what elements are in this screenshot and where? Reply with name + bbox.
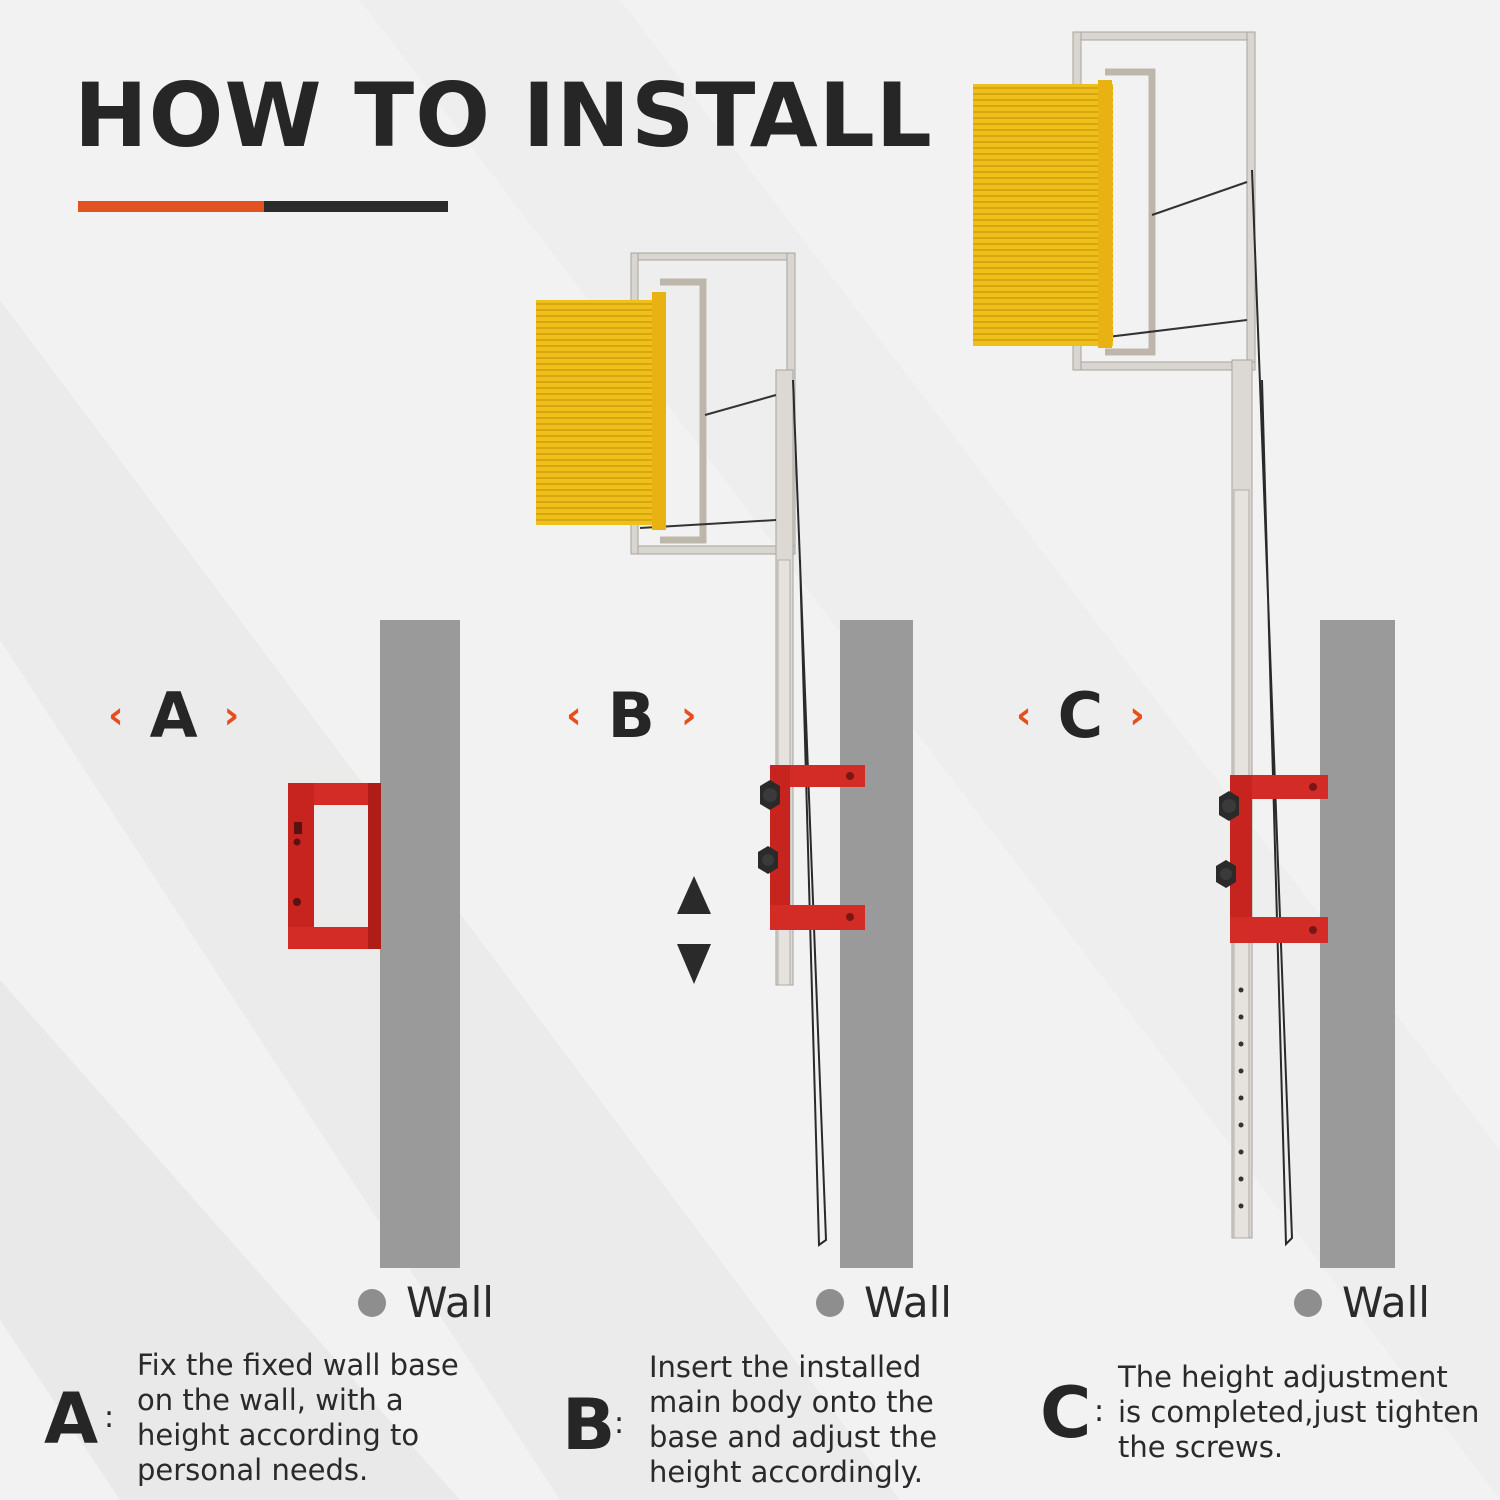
up-down-arrows-icon [677, 876, 711, 984]
dot-icon [816, 1288, 844, 1317]
desc-line: is completed,just tighten [1118, 1395, 1480, 1429]
wall-text: Wall [406, 1278, 494, 1327]
title-underline-dark [264, 201, 448, 212]
wall-b [840, 620, 913, 1268]
chevron-right-icon: › [223, 693, 240, 737]
pole-hole [1238, 1068, 1244, 1074]
title-underline-accent [78, 201, 264, 212]
pole-hole [1238, 1203, 1244, 1209]
step-a-label: ‹ A › [108, 675, 239, 755]
desc-c-letter: C [1040, 1372, 1092, 1454]
desc-line: the screws. [1118, 1430, 1284, 1464]
pole-hole [1238, 987, 1244, 993]
chevron-right-icon: › [680, 693, 697, 737]
desc-a-text: Fix the fixed wall base on the wall, wit… [137, 1348, 459, 1488]
step-letter: A [149, 678, 198, 752]
wall-label-a: Wall [358, 1278, 494, 1327]
wall-label-c: Wall [1294, 1278, 1430, 1327]
pole-hole [1238, 1149, 1244, 1155]
desc-b-colon: : [614, 1406, 625, 1441]
desc-line: base and adjust the [649, 1420, 938, 1454]
dot-icon [1294, 1288, 1322, 1317]
main-body-c [973, 31, 1328, 1247]
step-c-label: ‹ C › [1016, 675, 1145, 755]
desc-line: main body onto the [649, 1385, 934, 1419]
wall-base-bracket-a [288, 783, 381, 949]
step-letter: C [1057, 678, 1104, 752]
desc-line: height according to [137, 1418, 420, 1452]
pole-hole [1238, 1176, 1244, 1182]
pole-hole [1238, 1014, 1244, 1020]
chevron-right-icon: › [1129, 693, 1145, 737]
desc-a-letter: A [44, 1378, 99, 1460]
chevron-left-icon: ‹ [108, 693, 124, 737]
page-title: HOW TO INSTALL [74, 64, 933, 167]
desc-line: height accordingly. [649, 1455, 924, 1489]
dot-icon [358, 1288, 386, 1317]
desc-c-text: The height adjustment is completed,just … [1118, 1360, 1479, 1465]
desc-line: personal needs. [137, 1453, 369, 1487]
step-letter: B [607, 678, 655, 752]
desc-line: Insert the installed [649, 1350, 922, 1384]
wall-label-b: Wall [816, 1278, 952, 1327]
step-b-label: ‹ B › [566, 675, 697, 755]
knob-screw-icon [760, 780, 780, 810]
knob-screw-icon [758, 846, 778, 874]
main-body-b [536, 252, 865, 1247]
chevron-left-icon: ‹ [566, 693, 582, 737]
bg-band [0, 980, 460, 1500]
knob-screw-icon [1216, 860, 1236, 888]
chevron-left-icon: ‹ [1016, 693, 1032, 737]
pole-hole [1238, 1122, 1244, 1128]
wall-text: Wall [864, 1278, 952, 1327]
desc-a-colon: : [104, 1400, 115, 1435]
desc-c-colon: : [1094, 1394, 1105, 1429]
desc-line: Fix the fixed wall base [137, 1348, 459, 1382]
desc-line: on the wall, with a [137, 1383, 404, 1417]
wall-text: Wall [1342, 1278, 1430, 1327]
desc-b-letter: B [562, 1384, 616, 1466]
wall-c [1320, 620, 1395, 1268]
pole-hole [1238, 1041, 1244, 1047]
knob-screw-icon [1219, 791, 1239, 821]
wall-a [380, 620, 460, 1268]
pole-hole [1238, 1095, 1244, 1101]
desc-line: The height adjustment [1118, 1360, 1448, 1394]
desc-b-text: Insert the installed main body onto the … [649, 1350, 937, 1490]
